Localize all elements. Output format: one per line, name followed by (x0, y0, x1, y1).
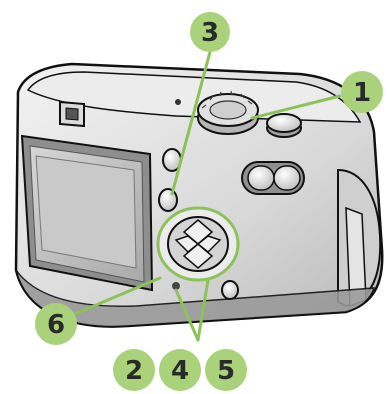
callout-5: 5 (205, 349, 247, 391)
top-indicator (175, 99, 181, 105)
callout-4: 4 (159, 349, 201, 391)
callout-3-label: 3 (201, 18, 219, 48)
callout-5-label: 5 (217, 356, 235, 386)
callout-6-label: 6 (47, 310, 65, 340)
viewfinder (60, 102, 84, 126)
shutter-button (267, 114, 301, 137)
callout-2: 2 (113, 349, 155, 391)
callout-1-label: 1 (353, 78, 371, 108)
callout-4-label: 4 (171, 356, 189, 386)
direction-pad (158, 208, 238, 280)
lcd-screen (22, 136, 152, 290)
mode-dial (198, 91, 258, 134)
bottom-button (222, 281, 238, 299)
zoom-rocker (242, 162, 304, 194)
callout-6: 6 (35, 303, 77, 345)
callout-1: 1 (341, 71, 383, 113)
callout-3: 3 (190, 12, 230, 52)
callout-2-label: 2 (125, 356, 143, 386)
